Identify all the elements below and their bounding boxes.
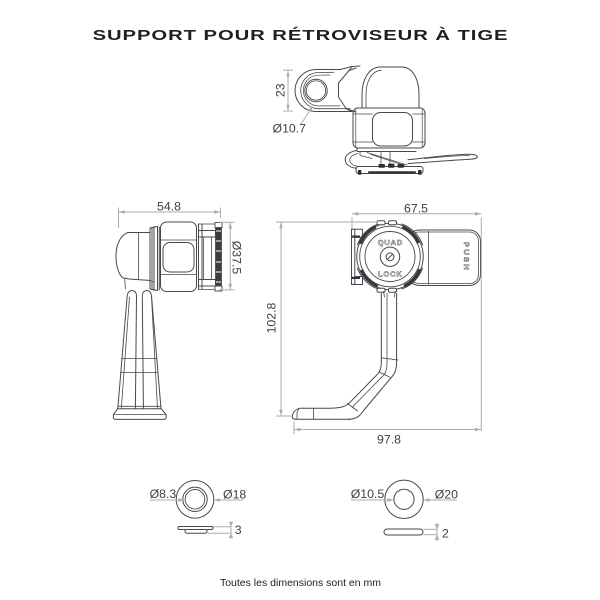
svg-text:102.8: 102.8: [265, 302, 279, 333]
svg-text:QUAD: QUAD: [378, 238, 403, 247]
svg-text:3: 3: [235, 523, 242, 537]
svg-text:67.5: 67.5: [404, 201, 428, 215]
svg-text:2: 2: [442, 526, 449, 540]
svg-text:LOCK: LOCK: [378, 269, 402, 278]
svg-text:Ø10.7: Ø10.7: [273, 122, 307, 136]
svg-text:97.8: 97.8: [377, 433, 401, 447]
svg-text:PUSH: PUSH: [462, 242, 471, 272]
svg-text:Ø8.3: Ø8.3: [150, 487, 177, 501]
svg-text:23: 23: [273, 83, 287, 97]
svg-text:Ø37.5: Ø37.5: [230, 241, 244, 275]
svg-text:Ø10.5: Ø10.5: [351, 487, 385, 501]
svg-text:Ø18: Ø18: [223, 487, 246, 501]
svg-text:SUPPORT POUR RÉTROVISEUR À TIG: SUPPORT POUR RÉTROVISEUR À TIGE: [93, 25, 509, 43]
svg-text:Toutes les dimensions sont en: Toutes les dimensions sont en mm: [220, 577, 381, 589]
svg-text:Ø20: Ø20: [435, 487, 458, 501]
svg-text:54.8: 54.8: [157, 200, 181, 214]
